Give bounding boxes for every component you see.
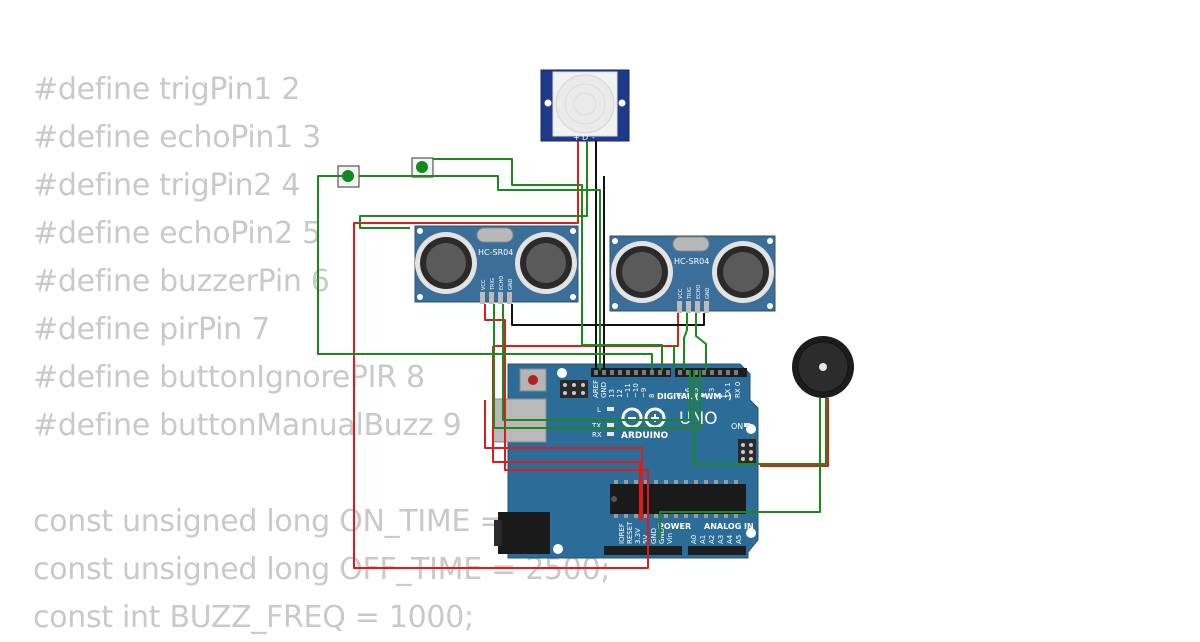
power-jack	[498, 512, 550, 554]
uno-label: UNO	[679, 409, 718, 429]
wire-green	[683, 313, 688, 370]
pin-label: ~11	[624, 383, 632, 398]
pin-label: ~5	[692, 388, 700, 398]
icsp-header-right	[738, 439, 756, 465]
pin-label: GND	[658, 528, 666, 544]
pin-label: TRIG	[687, 287, 693, 300]
pin-label: +	[573, 133, 580, 142]
code-line: #define buttonManualBuzz 9	[33, 408, 462, 443]
digital-header	[591, 368, 747, 377]
wire-green	[693, 370, 827, 465]
wire-black	[511, 304, 705, 326]
pin-label: GND	[650, 528, 658, 544]
pin-label: A2	[708, 535, 716, 544]
pin-label: RX 0	[734, 382, 742, 398]
wires	[317, 141, 829, 569]
wire-green	[317, 175, 653, 370]
pin-label: A5	[735, 535, 743, 544]
arduino-brand: ARDUINO	[621, 431, 669, 441]
sensor-right-pin-labels: VCC TRIG ECHO GND	[678, 285, 711, 300]
icsp-header	[560, 380, 588, 398]
mount-hole	[557, 368, 567, 378]
pin-label: ~9	[640, 388, 648, 398]
led-rx-label: RX	[592, 431, 602, 439]
pin-label: TRIG	[490, 278, 496, 291]
led-l-label: L	[597, 406, 601, 414]
pin-label: 8	[648, 394, 656, 398]
ultrasonic-sensor-right[interactable]	[609, 235, 776, 313]
pin-label: Vin	[666, 533, 674, 544]
pin-label: VCC	[678, 288, 684, 299]
wire-green	[695, 313, 707, 370]
pin-label: ~3	[708, 388, 716, 398]
pin-label: TX 1	[724, 382, 732, 399]
pin-label: A0	[690, 535, 698, 544]
pin-label: VCC	[481, 279, 487, 290]
pin-label: 3.3V	[634, 528, 642, 544]
analog-pin-labels: A0 A1 A2 A3 A4 A5	[690, 534, 743, 544]
code-line: #define buzzerPin 6	[33, 264, 330, 299]
pin-label: A3	[717, 535, 725, 544]
code-line: #define trigPin2 4	[33, 168, 301, 203]
pin-label: GND	[705, 287, 711, 299]
pin-label: ECHO	[499, 276, 505, 290]
atmega-chip	[610, 480, 746, 518]
pin-label: D	[582, 133, 588, 142]
wire-red	[760, 398, 829, 467]
wire-green	[433, 158, 663, 370]
wire-green	[493, 304, 701, 429]
wire-green	[359, 175, 601, 370]
pir-pin-labels: + D -	[573, 133, 595, 142]
bottom-headers	[604, 546, 746, 555]
mount-hole	[746, 528, 756, 538]
pir-dome	[555, 74, 615, 134]
power-label: POWER	[658, 522, 691, 531]
pin-label: AREF	[592, 380, 600, 398]
code-line: #define buttonIgnorePIR 8	[33, 360, 425, 395]
pin-label: -	[592, 133, 595, 142]
on-label: ON	[731, 422, 743, 431]
pin-label: 13	[608, 389, 616, 398]
mount-hole	[553, 544, 563, 554]
pin-label: 12	[616, 389, 624, 398]
sensor-left-model: HC-SR04	[478, 248, 513, 257]
ultrasonic-sensor-left[interactable]	[414, 225, 579, 304]
reset-button-cap[interactable]	[528, 375, 538, 385]
pin-label: GND	[600, 382, 608, 398]
pin-label: 2	[716, 394, 724, 398]
wire-green	[659, 398, 821, 540]
wire-red	[493, 313, 679, 347]
onboard-leds	[607, 407, 750, 436]
pin-label: IOREF	[618, 523, 626, 544]
pin-label: 7	[676, 394, 684, 398]
code-line: #define echoPin2 5	[33, 216, 321, 251]
code-line: #define pirPin 7	[33, 312, 270, 347]
code-line: const int BUZZ_FREQ = 1000;	[33, 600, 474, 635]
pin-label: RESET	[626, 521, 634, 544]
sensor-left-pin-labels: VCC TRIG ECHO GND	[481, 276, 514, 291]
piezo-buzzer[interactable]	[792, 336, 854, 398]
pin-label: A4	[726, 534, 734, 544]
top-pin-labels: AREF GND 13 12 ~11 ~10 ~9 8 7 ~6 ~5 4 ~3…	[592, 380, 742, 399]
pin-label: 4	[700, 393, 708, 398]
led-tx-label: TX	[591, 422, 601, 430]
analog-label: ANALOG IN	[704, 522, 754, 531]
pin-label: A1	[699, 535, 707, 544]
code-overlay: #define trigPin1 2 #define echoPin1 3 #d…	[33, 66, 610, 642]
pin-label: ECHO	[696, 285, 702, 299]
pin-label: GND	[508, 278, 514, 290]
push-button-manual-buzz[interactable]	[411, 157, 434, 178]
code-line: const unsigned long OFF_TIME = 2500;	[33, 552, 611, 587]
wire-red	[484, 400, 643, 520]
pin-label: ~10	[632, 383, 640, 398]
sensor-right-model: HC-SR04	[674, 257, 709, 266]
power-pin-labels: IOREF RESET 3.3V 5V GND GND Vin	[618, 521, 674, 544]
pir-sensor[interactable]	[540, 69, 630, 142]
code-line: #define trigPin1 2	[33, 72, 301, 107]
pin-label: ~6	[684, 387, 692, 398]
pin-label: 5V	[642, 535, 650, 544]
code-line: #define echoPin1 3	[33, 120, 321, 155]
wire-green	[502, 304, 691, 421]
